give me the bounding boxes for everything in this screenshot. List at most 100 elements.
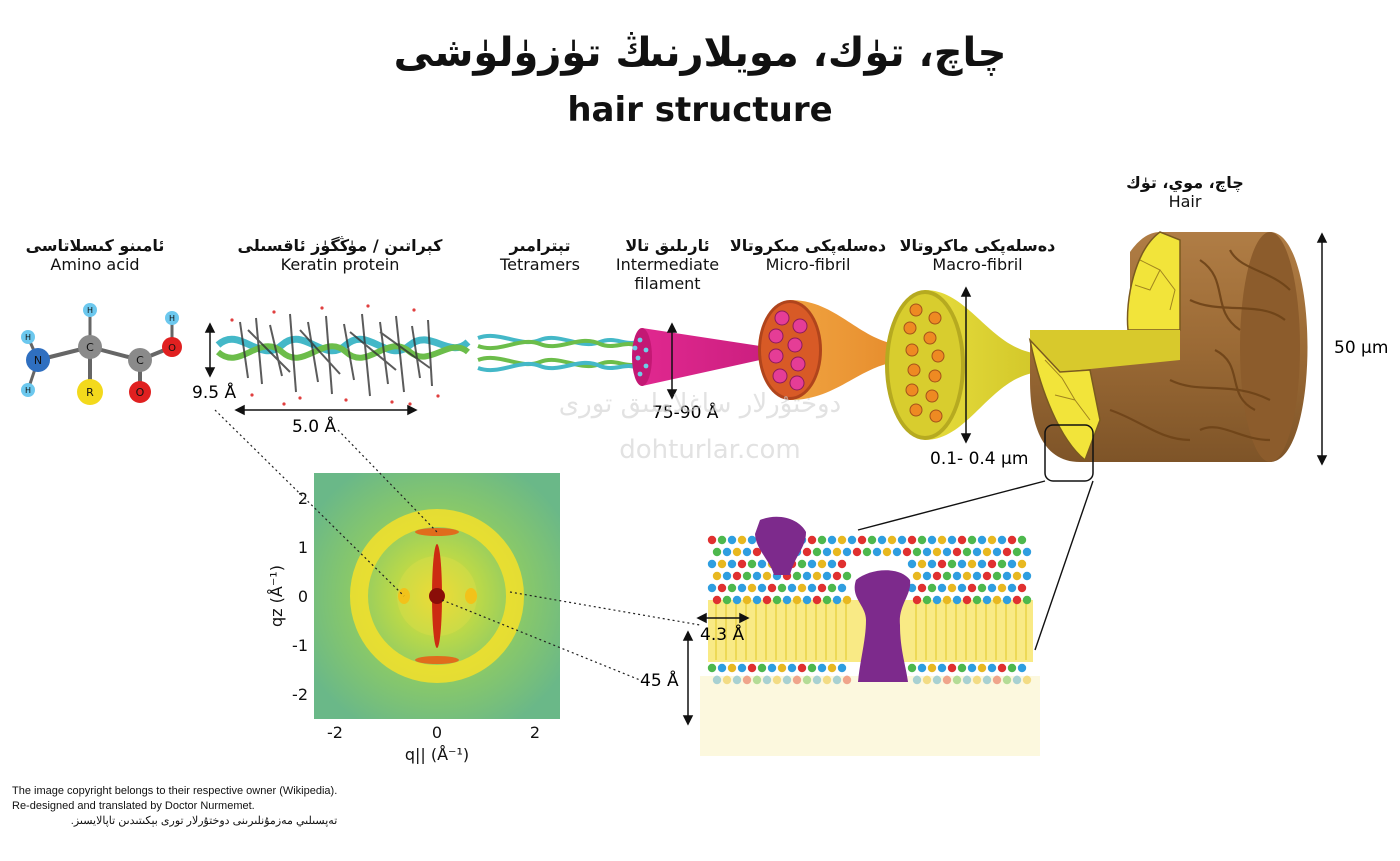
carbon-atom: [128, 348, 152, 372]
lipid-head: [777, 663, 787, 673]
lipid-head: [922, 547, 932, 557]
lipid-head: [922, 571, 932, 581]
lipid-head: [822, 595, 832, 605]
watermark-url: dohturlar.com: [619, 435, 801, 465]
lipid-head: [767, 583, 777, 593]
diffraction-pattern: [314, 473, 560, 719]
lipid-head: [787, 663, 797, 673]
lipid-head: [802, 571, 812, 581]
lipid-head: [972, 571, 982, 581]
lipid-head: [992, 595, 1002, 605]
hydrogen-atom: [83, 303, 97, 317]
lipid-head: [712, 595, 722, 605]
lipid-head: [1012, 547, 1022, 557]
filament-dimension-arrow: [666, 322, 678, 400]
lipid-head: [907, 559, 917, 569]
lipid-head: [767, 663, 777, 673]
lipid-head: [807, 559, 817, 569]
label-microfibril-ug: دەسلەپكى مىكروتالا: [729, 236, 887, 255]
lipid-head: [742, 595, 752, 605]
lipid-head: [882, 547, 892, 557]
atom-label-n: N: [34, 354, 42, 367]
lipid-head: [737, 663, 747, 673]
lipid-head: [747, 535, 757, 545]
lipid-head: [992, 547, 1002, 557]
membrane-protein: [854, 570, 911, 682]
hair-cylinder-illustration: [1028, 231, 1308, 482]
lipid-head: [967, 559, 977, 569]
lipid-head: [752, 571, 762, 581]
lipid-head: [747, 559, 757, 569]
atom-label-h: H: [169, 314, 175, 323]
lipid-head: [977, 663, 987, 673]
lipid-head: [937, 559, 947, 569]
lipid-head: [982, 595, 992, 605]
lipid-head: [1022, 571, 1032, 581]
lipid-head: [977, 583, 987, 593]
lipid-head: [722, 595, 732, 605]
lipid-head: [1002, 595, 1012, 605]
lipid-head: [832, 571, 842, 581]
lipid-head: [957, 583, 967, 593]
x-tick-label: 2: [530, 723, 540, 742]
lipid-head: [942, 595, 952, 605]
lipid-head: [832, 595, 842, 605]
lipid-head: [897, 535, 907, 545]
lipid-head: [817, 663, 827, 673]
lipid-head: [807, 583, 817, 593]
atom-label-h: H: [25, 333, 31, 342]
lipid-head: [947, 663, 957, 673]
lipid-head: [997, 559, 1007, 569]
x-axis-label: q|| (Å⁻¹): [405, 745, 469, 764]
lipid-head: [757, 559, 767, 569]
lipid-head: [987, 663, 997, 673]
macrofibril-illustration: [885, 290, 1055, 440]
lipid-head: [827, 663, 837, 673]
correspondence-lines: [214, 409, 701, 681]
hydrogen-atom: [165, 311, 179, 325]
lipid-head: [772, 595, 782, 605]
lipid-head: [922, 595, 932, 605]
lipid-head: [792, 571, 802, 581]
label-hair-en: Hair: [1168, 192, 1202, 212]
lipid-head: [927, 535, 937, 545]
lipid-head: [847, 535, 857, 545]
lipid-head: [837, 559, 847, 569]
atom-label-c: C: [86, 341, 94, 354]
diffraction-axes: -2 0 2 2 1 0 -1 -2 q|| (Å⁻¹) qz (Å⁻¹): [267, 489, 540, 764]
lipid-head: [997, 583, 1007, 593]
x-tick-label: 0: [432, 723, 442, 742]
intermediate-filament-illustration: [632, 328, 790, 386]
keratin-height-label: 9.5 Å: [192, 381, 236, 403]
page-title-english: hair structure: [567, 90, 833, 130]
label-microfibril: دەسلەپكى مىكروتالا Micro-fibril: [728, 236, 888, 274]
label-hair-ug: چاچ، موي، تۈك: [1126, 173, 1244, 192]
lipid-head: [757, 583, 767, 593]
lipid-head: [957, 559, 967, 569]
label-macrofibril-en: Macro-fibril: [932, 255, 1023, 275]
keratin-width-label: 5.0 Å: [292, 415, 336, 437]
lipid-head: [817, 583, 827, 593]
footer-uyghur-note: تەپسىلىي مەزمۇنلىرىنى دوختۇرلار تورى بېك…: [70, 815, 338, 827]
label-keratin-en: Keratin protein: [280, 255, 400, 275]
lipid-head: [1002, 547, 1012, 557]
lipid-head: [962, 547, 972, 557]
lipid-head: [912, 571, 922, 581]
lipid-head: [807, 663, 817, 673]
lipid-head: [737, 583, 747, 593]
lipid-head: [827, 583, 837, 593]
lipid-head: [762, 595, 772, 605]
lipid-head: [997, 663, 1007, 673]
lipid-head: [1017, 559, 1027, 569]
lipid-head: [797, 663, 807, 673]
lipid-head: [992, 571, 1002, 581]
lipid-head: [937, 583, 947, 593]
lipid-head: [852, 547, 862, 557]
label-tetramers-en: Tetramers: [500, 255, 580, 275]
lipid-head: [957, 535, 967, 545]
lipid-head: [1017, 583, 1027, 593]
lipid-head: [912, 547, 922, 557]
lipid-head: [1007, 583, 1017, 593]
lipid-head: [1012, 571, 1022, 581]
watermark-text: دوختۇرلار ساغلاملىق تورى: [559, 389, 841, 419]
